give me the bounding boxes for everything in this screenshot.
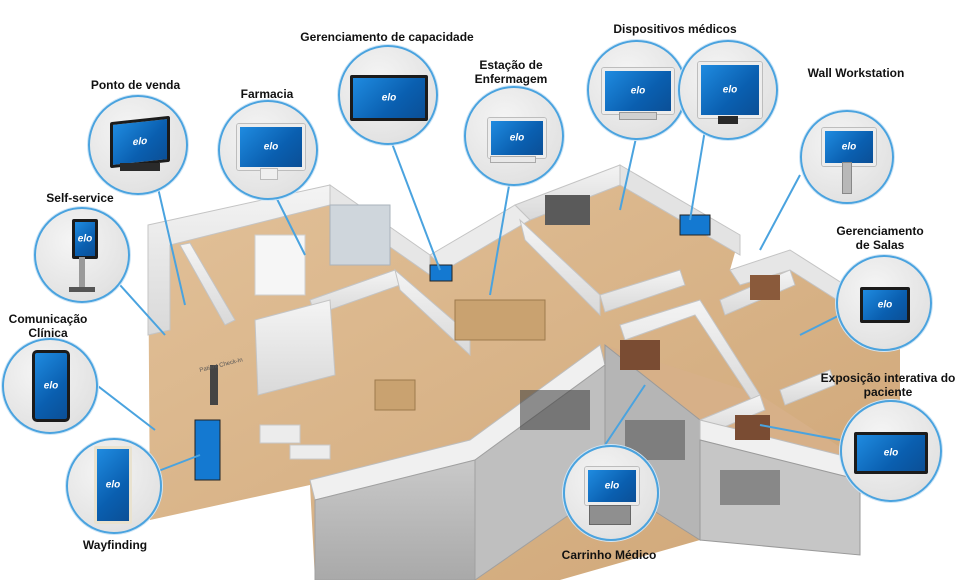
medico-screen-2: elo: [698, 62, 762, 118]
label-estacao-enfermagem: Estação de Enfermagem: [474, 58, 548, 86]
elo-logo: elo: [604, 480, 620, 492]
label-dispositivos-medicos: Dispositivos médicos: [613, 22, 737, 36]
bubble-farmacia: elo: [218, 100, 318, 200]
label-gerenciamento-salas: Gerenciamento de Salas: [836, 224, 924, 252]
bubble-wall-workstation: elo: [800, 110, 894, 204]
bubble-dispositivos-medicos-2: elo: [678, 40, 778, 140]
farmacia-stand: [260, 168, 278, 180]
bubble-comunicacao-clinica: elo: [2, 338, 98, 434]
wall-workstation-pole: [842, 162, 852, 194]
carrinho-screen: elo: [585, 467, 639, 505]
elo-logo: elo: [263, 141, 279, 153]
interior-walls: [179, 218, 836, 436]
elo-logo: elo: [381, 92, 397, 104]
bubble-gerenciamento-capacidade: elo: [338, 45, 438, 145]
pos-base: [120, 163, 160, 171]
capacidade-screen: elo: [350, 75, 428, 121]
self-service-screen: elo: [72, 219, 98, 259]
bubble-wayfinding: elo: [66, 438, 162, 534]
front-walls: [309, 343, 861, 580]
label-self-service: Self-service: [46, 191, 114, 205]
self-service-pole: [79, 257, 85, 287]
wayfinding-screen: elo: [94, 446, 132, 524]
elo-logo: elo: [630, 85, 646, 97]
elo-logo: elo: [841, 141, 857, 153]
label-wall-workstation: Wall Workstation: [807, 66, 905, 80]
bubble-dispositivos-medicos-1: elo: [587, 40, 687, 140]
bubble-ponto-de-venda: elo: [88, 95, 188, 195]
exposicao-screen: elo: [854, 432, 928, 474]
medico-base-2: [718, 116, 738, 124]
label-gerenciamento-capacidade: Gerenciamento de capacidade: [300, 30, 474, 44]
carrinho-cart: [589, 505, 631, 525]
bubble-gerenciamento-salas: elo: [836, 255, 932, 351]
label-farmacia: Farmacia: [240, 87, 294, 101]
label-wayfinding: Wayfinding: [82, 538, 148, 552]
elo-logo: elo: [883, 447, 899, 459]
elo-logo: elo: [105, 479, 121, 491]
bubble-carrinho-medico: elo: [563, 445, 659, 541]
elo-logo: elo: [877, 299, 893, 311]
comunicacao-phone-screen: elo: [32, 350, 70, 422]
elo-logo: elo: [722, 84, 738, 96]
enfermagem-screen: elo: [488, 118, 546, 158]
bubble-exposicao-paciente: elo: [840, 400, 942, 502]
elo-logo: elo: [509, 132, 525, 144]
label-ponto-de-venda: Ponto de venda: [90, 78, 181, 92]
label-exposicao-paciente: Exposição interativa do paciente: [820, 371, 956, 399]
medico-arm-1: [619, 112, 657, 120]
enfermagem-keyboard: [490, 156, 536, 163]
furniture: [194, 195, 780, 481]
salas-screen: elo: [860, 287, 910, 323]
bubble-estacao-enfermagem: elo: [464, 86, 564, 186]
elo-logo: elo: [132, 135, 148, 149]
self-service-base: [69, 287, 95, 292]
elo-logo: elo: [77, 233, 93, 245]
farmacia-screen: elo: [237, 124, 305, 170]
bubble-self-service: elo: [34, 207, 130, 303]
wall-workstation-screen: elo: [822, 128, 876, 166]
medico-screen-1: elo: [602, 68, 674, 114]
pos-screen: elo: [110, 115, 170, 169]
label-comunicacao-clinica: Comunicação Clínica: [8, 312, 88, 340]
elo-logo: elo: [43, 380, 59, 392]
label-carrinho-medico: Carrinho Médico: [561, 548, 657, 562]
